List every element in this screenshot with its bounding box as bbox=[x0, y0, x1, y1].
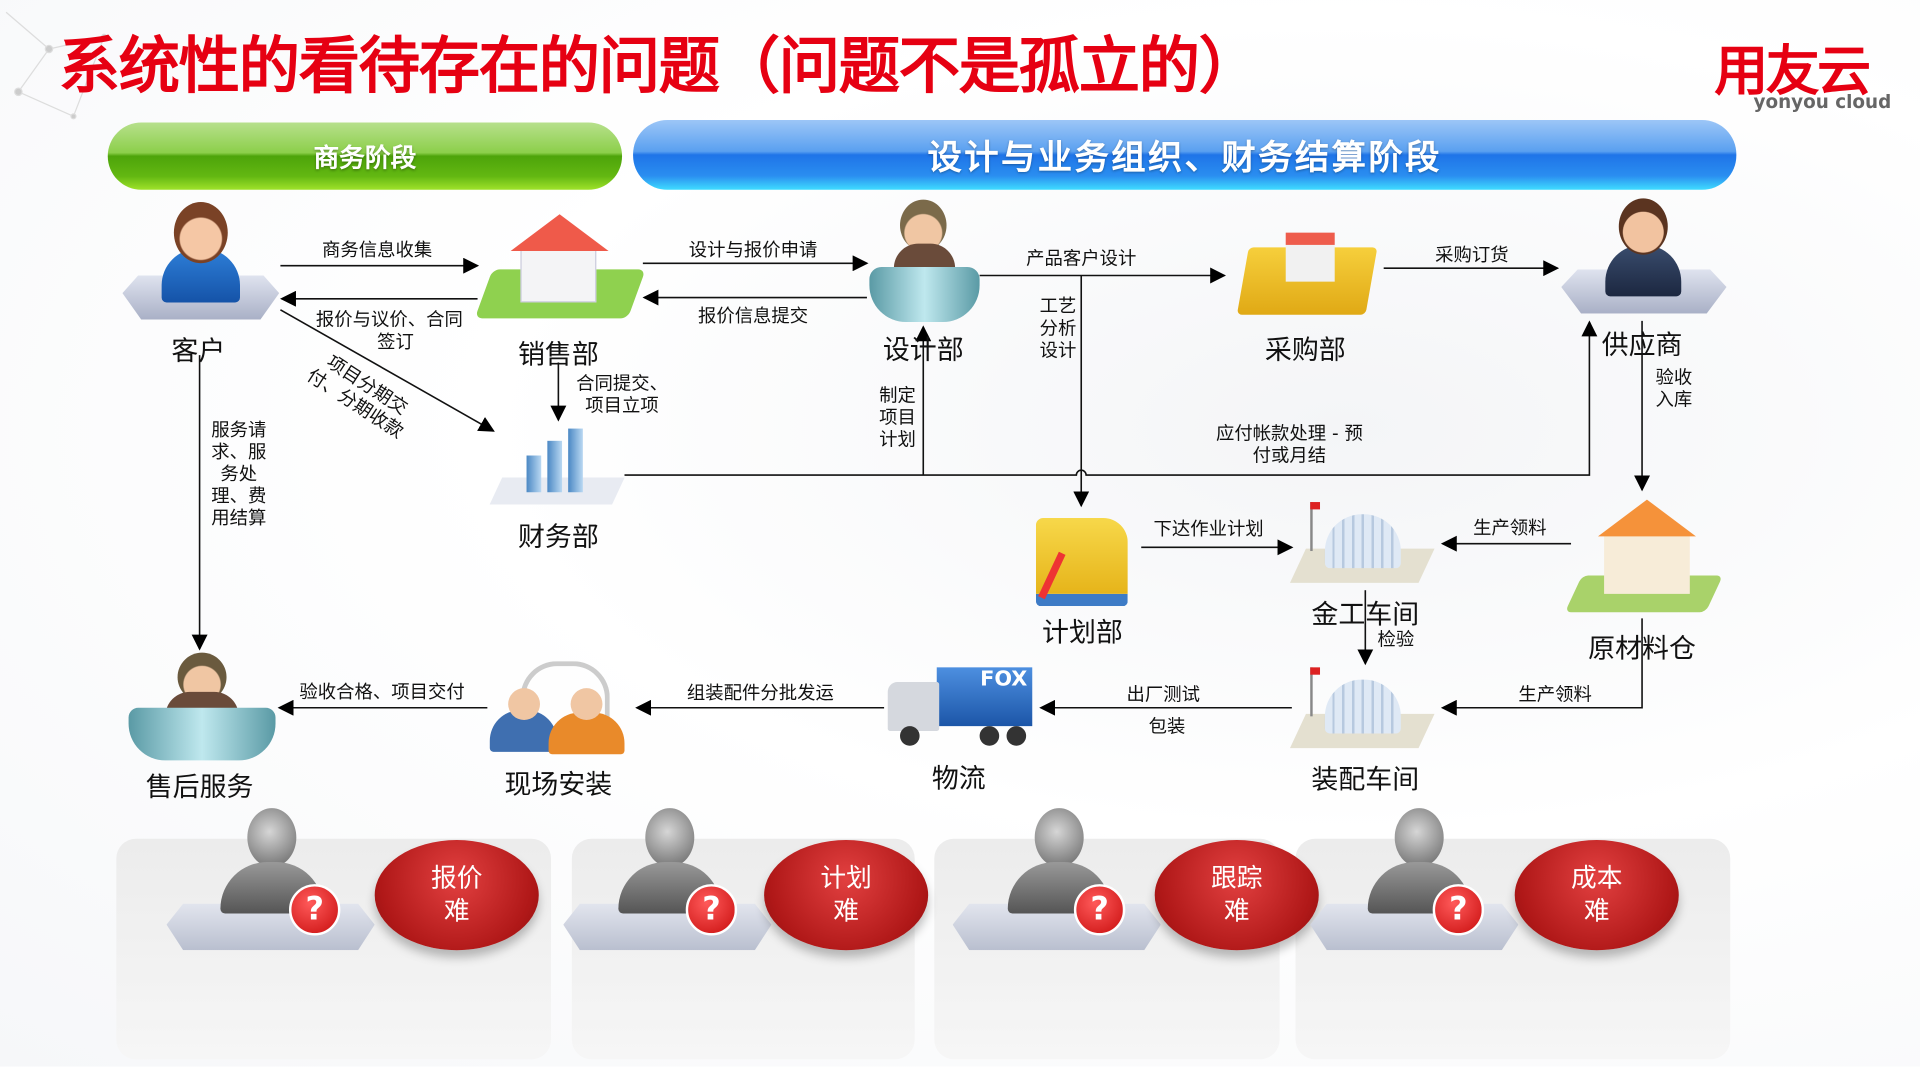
logo: 用友云 bbox=[1714, 40, 1871, 103]
finance-chart-icon bbox=[489, 428, 625, 509]
edge-quote-submit: 报价信息提交 bbox=[697, 304, 809, 327]
edge-ship-parts: 组装配件分批发运 bbox=[686, 682, 834, 705]
truck-brand: FOX bbox=[936, 667, 1033, 727]
purchase-box-icon bbox=[1231, 220, 1384, 320]
warehouse-icon bbox=[1564, 490, 1723, 619]
problem-tracking: 跟踪难 bbox=[1154, 840, 1319, 951]
edge-contract-submit: 合同提交、项目立项 bbox=[576, 372, 668, 417]
edge-quote-negotiate: 报价与议价、合同签订 bbox=[315, 308, 463, 353]
edge-service: 服务请求、服务处理、费用结算 bbox=[211, 418, 267, 529]
edge-acceptance: 验收合格、项目交付 bbox=[299, 680, 465, 703]
supplier-icon bbox=[1561, 196, 1727, 316]
edge-purchase-order: 采购订货 bbox=[1435, 243, 1509, 266]
edge-process-design: 工艺分析设计 bbox=[1039, 295, 1077, 362]
design-staff-icon bbox=[869, 199, 980, 323]
question-icon: ? bbox=[1432, 884, 1485, 936]
node-design: 设计部 bbox=[882, 335, 964, 367]
edge-factory-test: 出厂测试 bbox=[1126, 683, 1201, 706]
question-icon: ? bbox=[288, 884, 341, 936]
edge-product-design: 产品客户设计 bbox=[1026, 247, 1137, 270]
logistics-truck-icon: FOX bbox=[887, 667, 1035, 747]
node-logistics: 物流 bbox=[931, 764, 986, 795]
node-installation: 现场安装 bbox=[504, 770, 613, 801]
planning-book-icon bbox=[1026, 508, 1139, 607]
question-icon: ? bbox=[1073, 884, 1126, 936]
edge-work-plan: 下达作业计划 bbox=[1153, 517, 1264, 541]
edge-payables: 应付帐款处理 - 预付或月结 bbox=[1215, 422, 1363, 467]
phase-business: 商务阶段 bbox=[107, 122, 623, 190]
node-purchase: 采购部 bbox=[1264, 335, 1346, 367]
node-supplier: 供应商 bbox=[1601, 330, 1683, 362]
node-assembly: 装配车间 bbox=[1311, 765, 1420, 796]
customer-icon bbox=[122, 200, 280, 322]
aftersales-staff-icon bbox=[128, 652, 276, 761]
node-finance: 财务部 bbox=[517, 522, 599, 554]
sales-house-icon bbox=[474, 208, 646, 324]
edge-packaging: 包装 bbox=[1148, 715, 1186, 738]
edge-material-pick-1: 生产领料 bbox=[1473, 516, 1547, 539]
assembly-workshop-icon bbox=[1289, 667, 1435, 755]
network-decoration bbox=[5, 11, 108, 120]
page-title: 系统性的看待存在的问题（问题不是孤立的） bbox=[58, 30, 1260, 102]
installation-team-icon bbox=[489, 661, 631, 755]
node-metalwork: 金工车间 bbox=[1311, 600, 1420, 631]
label-inspection: 检验 bbox=[1377, 628, 1415, 651]
question-icon: ? bbox=[685, 884, 738, 936]
edge-project-plan: 制定项目计划 bbox=[879, 384, 916, 451]
edge-design-quote-request: 设计与报价申请 bbox=[688, 238, 818, 261]
edge-receive-store: 验收入库 bbox=[1655, 366, 1693, 411]
metalwork-workshop-icon bbox=[1289, 502, 1435, 590]
logo-subtitle: yonyou cloud bbox=[1753, 90, 1892, 113]
phase-design-label: 设计与业务组织、财务结算阶段 bbox=[927, 136, 1442, 177]
problem-quote: 报价难 bbox=[374, 840, 539, 951]
node-sales: 销售部 bbox=[517, 340, 599, 372]
edge-material-pick-2: 生产领料 bbox=[1518, 683, 1592, 706]
edge-info-collect: 商务信息收集 bbox=[322, 238, 433, 261]
node-customer: 客户 bbox=[171, 336, 226, 368]
node-planning: 计划部 bbox=[1042, 618, 1123, 649]
phase-business-label: 商务阶段 bbox=[313, 142, 417, 173]
problem-cost: 成本难 bbox=[1514, 840, 1679, 951]
problem-plan: 计划难 bbox=[764, 840, 929, 951]
node-aftersales: 售后服务 bbox=[145, 772, 254, 804]
phase-design: 设计与业务组织、财务结算阶段 bbox=[633, 120, 1737, 190]
node-warehouse: 原材料仓 bbox=[1588, 634, 1696, 665]
